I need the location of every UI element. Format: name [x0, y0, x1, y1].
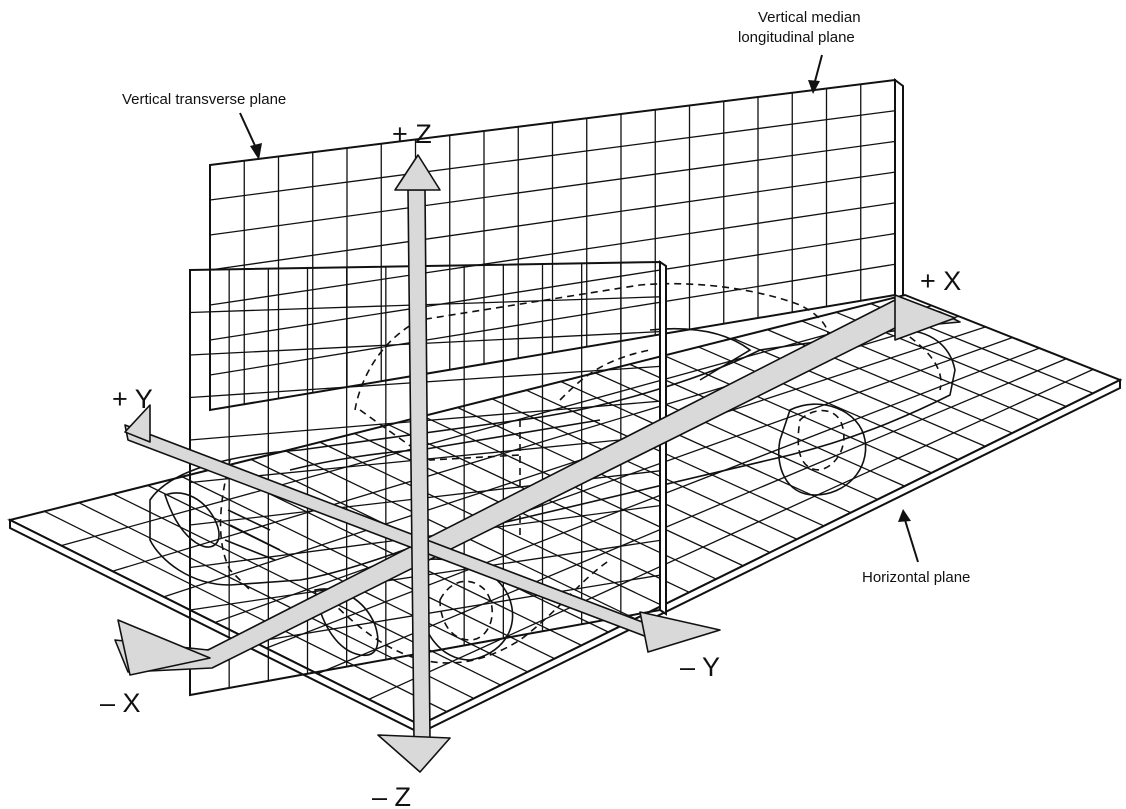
z-axis-arrow-plus	[394, 154, 441, 191]
vertical-median-plane-label-line2: longitudinal plane	[738, 29, 855, 46]
vertical-median-longitudinal-plane	[209, 78, 904, 412]
longitudinal-grid-line	[209, 140, 896, 236]
plus-y-label: + Y	[112, 384, 153, 414]
y-axis-arrow-plus	[124, 404, 151, 443]
coordinate-axes	[114, 154, 961, 773]
horizontal-grid-line	[368, 368, 1094, 700]
horizontal-grid-line	[214, 336, 1013, 624]
minus-y-label: – Y	[680, 652, 720, 682]
x-axis-arrow-plus	[894, 294, 956, 341]
horizontal-plane-label: Horizontal plane	[862, 569, 970, 586]
vertical-transverse-plane-label: Vertical transverse plane	[122, 91, 286, 108]
longitudinal-grid-line	[209, 232, 896, 341]
horizontal-grid-line	[266, 347, 1040, 649]
z-axis-arrow-minus	[377, 734, 451, 773]
plus-x-label: + X	[920, 266, 961, 296]
horizontal-grid-line	[163, 326, 986, 598]
minus-z-label: – Z	[372, 782, 411, 809]
plus-z-label: + Z	[392, 119, 432, 149]
vertical-median-plane-label-line1: Vertical median	[758, 9, 861, 26]
horizontal-grid-line	[317, 358, 1067, 675]
x-axis-arrow-minus	[117, 619, 211, 676]
longitudinal-grid-line	[209, 110, 896, 201]
pointer-arrows	[239, 54, 919, 563]
longitudinal-grid-line	[209, 202, 896, 306]
longitudinal-grid-line	[209, 263, 896, 376]
minus-x-label: – X	[100, 688, 141, 718]
y-axis-arrow-minus	[639, 611, 721, 653]
longitudinal-grid-line	[209, 171, 896, 271]
